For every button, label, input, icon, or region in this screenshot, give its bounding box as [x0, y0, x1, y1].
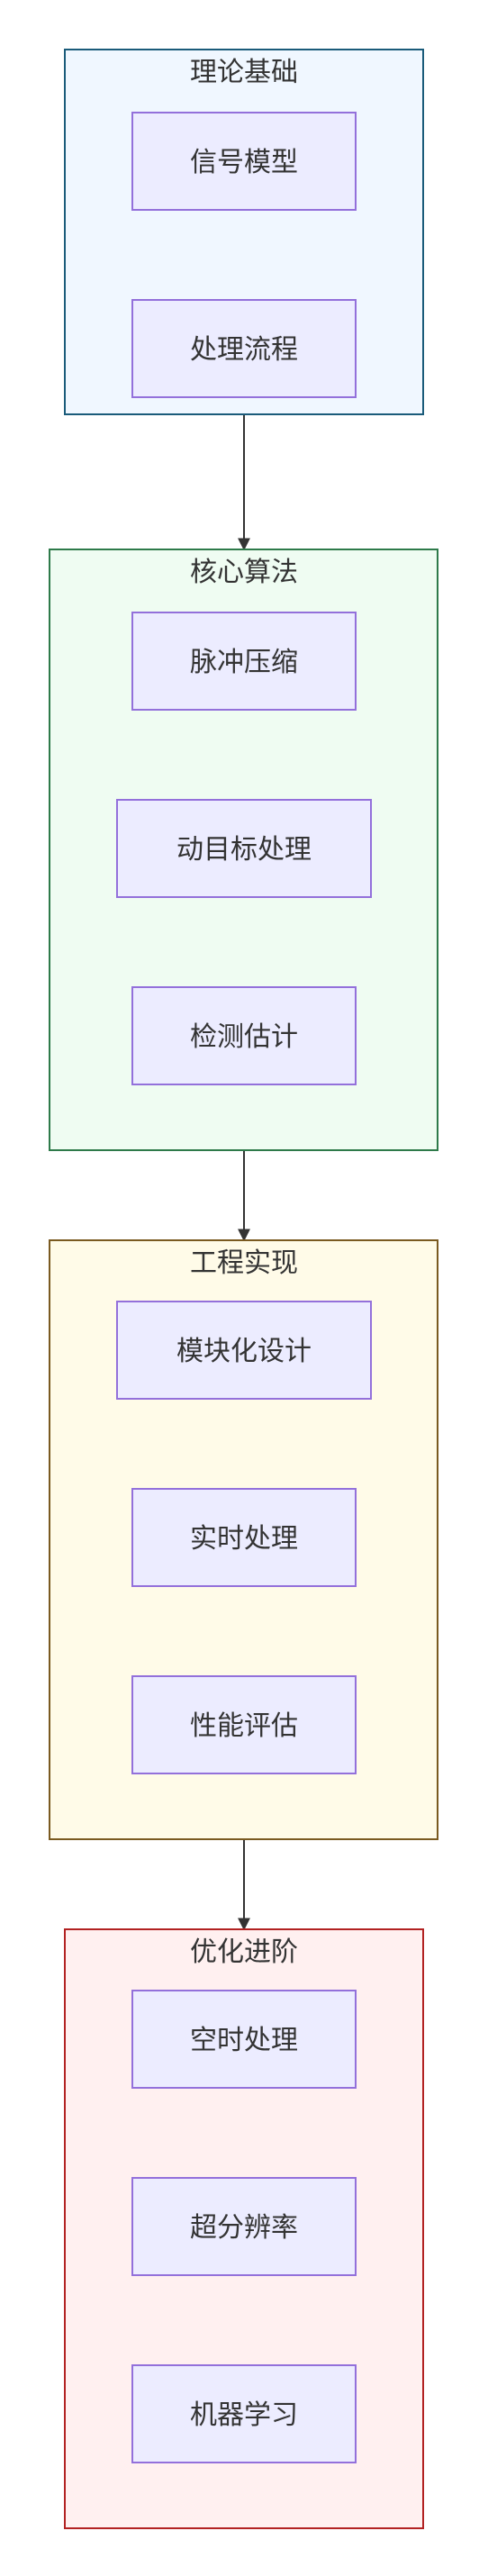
node-detection-estimation-box[interactable]: [131, 986, 357, 1085]
node-moving-target-processing-label: 动目标处理: [176, 834, 312, 866]
group-core-algorithms: 核心算法 脉冲压缩 动目标处理 检测估计: [49, 549, 438, 1151]
node-machine-learning-label: 机器学习: [190, 2399, 298, 2431]
group-theory-basics-title: 理论基础: [190, 57, 298, 88]
node-processing-flow[interactable]: 处理流程: [131, 299, 357, 398]
node-pulse-compression-label: 脉冲压缩: [190, 647, 298, 678]
group-engineering-implementation-title: 工程实现: [190, 1247, 298, 1279]
node-modular-design-box[interactable]: [116, 1301, 372, 1400]
node-modular-design-label: 模块化设计: [176, 1336, 312, 1367]
node-performance-evaluation-box[interactable]: [131, 1675, 357, 1774]
node-realtime-processing-label: 实时处理: [190, 1523, 298, 1555]
node-pulse-compression[interactable]: 脉冲压缩: [131, 612, 357, 711]
node-detection-estimation-label: 检测估计: [190, 1021, 298, 1053]
group-engineering-implementation: 工程实现 模块化设计 实时处理 性能评估: [49, 1239, 438, 1840]
node-performance-evaluation-label: 性能评估: [190, 1710, 298, 1742]
group-advanced-optimization-title: 优化进阶: [190, 1937, 298, 1968]
node-processing-flow-box[interactable]: [131, 299, 357, 398]
node-performance-evaluation[interactable]: 性能评估: [131, 1675, 357, 1774]
group-theory-basics: 理论基础 信号模型 处理流程: [64, 49, 424, 415]
node-machine-learning-box[interactable]: [131, 2364, 357, 2463]
node-super-resolution[interactable]: 超分辨率: [131, 2177, 357, 2276]
node-space-time-processing[interactable]: 空时处理: [131, 1990, 357, 2089]
node-signal-model-label: 信号模型: [190, 147, 298, 178]
node-modular-design[interactable]: 模块化设计: [116, 1301, 372, 1400]
node-space-time-processing-label: 空时处理: [190, 2025, 298, 2056]
node-signal-model-box[interactable]: [131, 112, 357, 211]
node-pulse-compression-box[interactable]: [131, 612, 357, 711]
node-detection-estimation[interactable]: 检测估计: [131, 986, 357, 1085]
node-moving-target-processing-box[interactable]: [116, 799, 372, 898]
node-realtime-processing[interactable]: 实时处理: [131, 1488, 357, 1587]
node-space-time-processing-box[interactable]: [131, 1990, 357, 2089]
node-super-resolution-box[interactable]: [131, 2177, 357, 2276]
group-core-algorithms-title: 核心算法: [190, 557, 298, 588]
node-super-resolution-label: 超分辨率: [190, 2212, 298, 2244]
group-advanced-optimization: 优化进阶 空时处理 超分辨率 机器学习: [64, 1928, 424, 2529]
node-moving-target-processing[interactable]: 动目标处理: [116, 799, 372, 898]
node-processing-flow-label: 处理流程: [190, 334, 298, 366]
node-realtime-processing-box[interactable]: [131, 1488, 357, 1587]
node-signal-model[interactable]: 信号模型: [131, 112, 357, 211]
node-machine-learning[interactable]: 机器学习: [131, 2364, 357, 2463]
